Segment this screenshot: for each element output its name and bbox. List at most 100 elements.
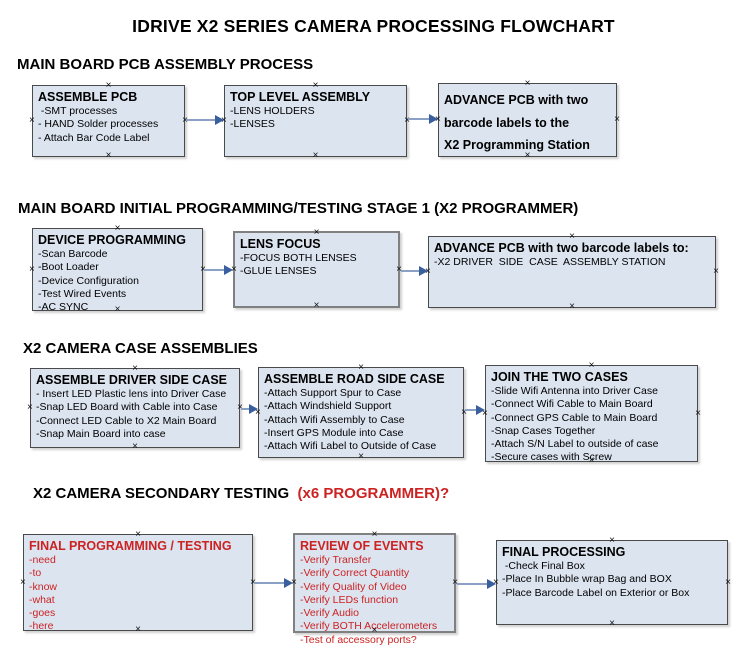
box-item: -AC SYNC <box>38 301 89 314</box>
connection-handle-icon: × <box>614 114 620 125</box>
box-item: -Attach Wifi Label to Outside of Case <box>264 440 437 453</box>
flow-box-assemble-road-side-case[interactable]: ASSEMBLE ROAD SIDE CASE -Attach Support … <box>255 363 467 462</box>
flow-box-review-of-events[interactable]: REVIEW OF EVENTS -Verify Transfer -Verif… <box>291 530 458 646</box>
connection-handle-icon: × <box>313 300 320 311</box>
connection-handle-icon: × <box>725 576 731 588</box>
flow-arrow[interactable] <box>186 115 224 125</box>
box-title: ASSEMBLE PCB <box>38 90 138 104</box>
flow-arrow[interactable] <box>204 265 233 275</box>
box-item: -GLUE LENSES <box>240 265 317 278</box>
box-item: -Snap LED Board with Cable into Case <box>36 401 218 414</box>
box-item: -Place In Bubble wrap Bag and BOX <box>502 573 672 586</box>
flow-box-lens-focus[interactable]: LENS FOCUS -FOCUS BOTH LENSES -GLUE LENS… <box>231 228 402 311</box>
flow-box-top-level-assembly[interactable]: TOP LEVEL ASSEMBLY -LENS HOLDERS -LENSES… <box>221 81 410 161</box>
flow-box-advance-pcb-driver-side[interactable]: ADVANCE PCB with two barcode labels to: … <box>425 232 719 312</box>
box-item: -Slide Wifi Antenna into Driver Case <box>491 385 658 398</box>
connection-handle-icon: × <box>29 263 35 275</box>
box-item: -what <box>29 593 55 606</box>
box-item: -Verify Correct Quantity <box>300 567 410 580</box>
box-item: -Connect Wifi Cable to Main Board <box>491 398 653 411</box>
box-item: -Snap Cases Together <box>491 424 596 437</box>
box-item: -here <box>29 620 54 633</box>
box-item: -LENSES <box>230 118 275 131</box>
connection-handle-icon: × <box>20 576 26 588</box>
connection-handle-icon: × <box>312 150 319 161</box>
box-item: -need <box>29 554 56 567</box>
connection-handle-icon: × <box>182 115 188 126</box>
connection-handle-icon: × <box>29 115 35 126</box>
connection-handle-icon: × <box>713 266 719 277</box>
box-item: -Snap Main Board into case <box>36 427 166 440</box>
flow-box-join-the-two-cases[interactable]: JOIN THE TWO CASES -Slide Wifi Antenna i… <box>482 361 701 466</box>
flow-box-assemble-pcb[interactable]: ASSEMBLE PCB -SMT processes - HAND Solde… <box>29 81 188 161</box>
box-title: LENS FOCUS <box>240 237 321 251</box>
flow-box-advance-pcb-programming-station[interactable]: ADVANCE PCB with two barcode labels to t… <box>435 79 620 161</box>
box-item: - HAND Solder processes <box>38 118 159 131</box>
section-header-initial-programming: MAIN BOARD INITIAL PROGRAMMING/TESTING S… <box>18 200 579 217</box>
connection-handle-icon: × <box>609 618 615 629</box>
connection-handle-icon: × <box>27 402 33 413</box>
box-item: -Boot Loader <box>38 261 99 274</box>
box-title: ASSEMBLE DRIVER SIDE CASE <box>36 373 228 387</box>
box-item: -Verify Quality of Video <box>300 580 407 593</box>
box-title: JOIN THE TWO CASES <box>491 370 628 384</box>
flow-arrow[interactable] <box>465 405 485 415</box>
connection-handle-icon: × <box>695 407 701 419</box>
section-header-red-text: (x6 PROGRAMMER)? <box>293 485 450 502</box>
flow-box-final-processing[interactable]: FINAL PROCESSING -Check Final Box -Place… <box>493 536 731 629</box>
box-item: -Verify Transfer <box>300 554 372 567</box>
box-item: -Connect GPS Cable to Main Board <box>491 411 658 424</box>
box-item: -to <box>29 567 42 580</box>
flow-box-final-programming-testing[interactable]: FINAL PROGRAMMING / TESTING -need -to -k… <box>20 530 256 635</box>
connection-handle-icon: × <box>105 150 112 161</box>
box-item: -Secure cases with Screw <box>491 451 612 464</box>
connection-handle-icon: × <box>358 451 364 462</box>
box-title: REVIEW OF EVENTS <box>300 539 424 553</box>
box-item: -Connect LED Cable to X2 Main Board <box>36 414 217 427</box>
box-item: - Attach Bar Code Label <box>38 131 150 144</box>
box-item: -Verify BOTH Accelerometers <box>300 620 438 633</box>
box-title: ASSEMBLE ROAD SIDE CASE <box>264 372 445 386</box>
box-title: DEVICE PROGRAMMING <box>38 233 186 247</box>
box-item: -X2 DRIVER SIDE CASE ASSEMBLY STATION <box>434 256 666 269</box>
connection-handle-icon: × <box>132 441 138 452</box>
flow-arrow[interactable] <box>241 404 258 414</box>
page-title: IDRIVE X2 SERIES CAMERA PROCESSING FLOWC… <box>132 16 615 36</box>
box-item: -Attach S/N Label to outside of case <box>491 438 659 451</box>
box-item: -Device Configuration <box>38 274 139 287</box>
section-header-case-assemblies: X2 CAMERA CASE ASSEMBLIES <box>23 340 258 357</box>
box-item: -Place Barcode Label on Exterior or Box <box>502 586 690 599</box>
flow-arrow[interactable] <box>254 578 293 588</box>
flow-arrow[interactable] <box>457 579 496 589</box>
section-header-black-text: X2 CAMERA SECONDARY TESTING <box>33 485 294 502</box>
box-item: -Attach Windshield Support <box>264 400 392 413</box>
box-item: -Insert GPS Module into Case <box>264 426 404 439</box>
connection-handle-icon: × <box>524 78 531 89</box>
box-item: -Attach Support Spur to Case <box>264 387 402 400</box>
section-header-secondary-testing: X2 CAMERA SECONDARY TESTING (x6 PROGRAMM… <box>33 485 449 502</box>
box-title: FINAL PROGRAMMING / TESTING <box>29 539 232 553</box>
box-item: -Scan Barcode <box>38 248 108 261</box>
box-item: -know <box>29 580 58 593</box>
flow-arrow[interactable] <box>408 114 438 124</box>
flow-box-assemble-driver-side-case[interactable]: ASSEMBLE DRIVER SIDE CASE - Insert LED P… <box>27 364 243 452</box>
box-title: ADVANCE PCB with two barcode labels to: <box>434 241 689 255</box>
section-header-pcb-assembly: MAIN BOARD PCB ASSEMBLY PROCESS <box>17 56 314 73</box>
box-item: -goes <box>29 607 56 620</box>
flow-arrow[interactable] <box>401 266 428 276</box>
box-title: ADVANCE PCB with two barcode labels to t… <box>444 93 590 152</box>
box-item: -Check Final Box <box>502 560 585 573</box>
box-title: TOP LEVEL ASSEMBLY <box>230 90 371 104</box>
connection-handle-icon: × <box>569 301 575 312</box>
box-item: - Insert LED Plastic lens into Driver Ca… <box>36 388 227 401</box>
box-item: -Test of accessory ports? <box>300 633 417 646</box>
box-item: -Test Wired Events <box>38 287 127 300</box>
box-item: -LENS HOLDERS <box>230 105 315 118</box>
box-title: FINAL PROCESSING <box>502 545 626 559</box>
box-item: -Attach Wifi Assembly to Case <box>264 413 405 426</box>
box-item: -Verify LEDs function <box>300 593 399 606</box>
flow-box-device-programming[interactable]: DEVICE PROGRAMMING -Scan Barcode -Boot L… <box>29 224 206 315</box>
box-item: -FOCUS BOTH LENSES <box>240 252 357 265</box>
box-item: -SMT processes <box>38 105 118 118</box>
box-item: -Verify Audio <box>300 607 359 620</box>
